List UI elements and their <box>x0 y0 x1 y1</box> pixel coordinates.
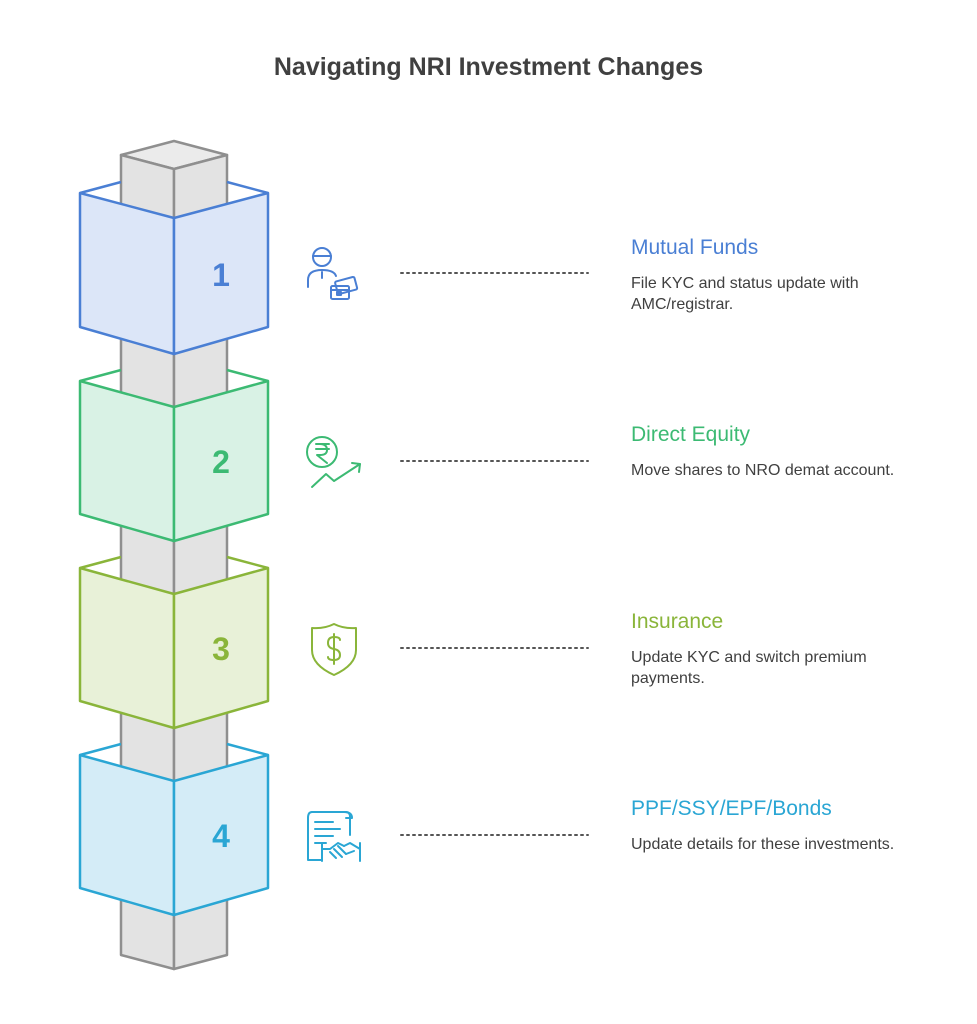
step-4-description: Update details for these investments. <box>631 836 895 853</box>
cube-3 <box>78 555 270 730</box>
cube-3-left-face <box>78 566 176 730</box>
connectors <box>400 272 589 836</box>
contract-handshake-icon <box>307 811 361 862</box>
cube-4-number: 4 <box>212 818 230 854</box>
step-3-description: Update KYC and switch premium payments. <box>631 649 867 687</box>
step-2-title: Direct Equity <box>631 423 751 446</box>
dollar-shield-icon <box>311 623 357 676</box>
step-4-title: PPF/SSY/EPF/Bonds <box>631 797 832 820</box>
pillar <box>119 139 229 971</box>
cube-2-left-face <box>78 379 176 543</box>
step-3-text: Insurance Update KYC and switch premium … <box>631 609 931 689</box>
rupee-growth-icon <box>306 436 361 488</box>
cube-1-number: 1 <box>212 257 230 293</box>
step-1-title: Mutual Funds <box>631 236 759 259</box>
cube-1 <box>78 180 270 356</box>
step-4-text: PPF/SSY/EPF/Bonds Update details for the… <box>631 796 931 855</box>
step-1-text: Mutual Funds File KYC and status update … <box>631 235 931 315</box>
cube-3-number: 3 <box>212 631 230 667</box>
user-with-wallet-icon <box>307 247 359 300</box>
cube-3-right-face <box>172 566 270 730</box>
cube-4 <box>78 742 270 917</box>
diagram-title: Navigating NRI Investment Changes <box>273 53 704 81</box>
cube-4-left-face <box>78 753 176 917</box>
step-1-description: File KYC and status update with AMC/regi… <box>631 275 859 313</box>
cube-1-left-face <box>78 191 176 356</box>
cube-2 <box>78 368 270 543</box>
cube-2-number: 2 <box>212 444 230 480</box>
cube-2-right-face <box>172 379 270 543</box>
cube-1-right-face <box>172 191 270 356</box>
step-3-title: Insurance <box>631 610 724 633</box>
step-2-text: Direct Equity Move shares to NRO demat a… <box>631 422 931 481</box>
step-2-description: Move shares to NRO demat account. <box>631 462 895 479</box>
cube-4-right-face <box>172 753 270 917</box>
